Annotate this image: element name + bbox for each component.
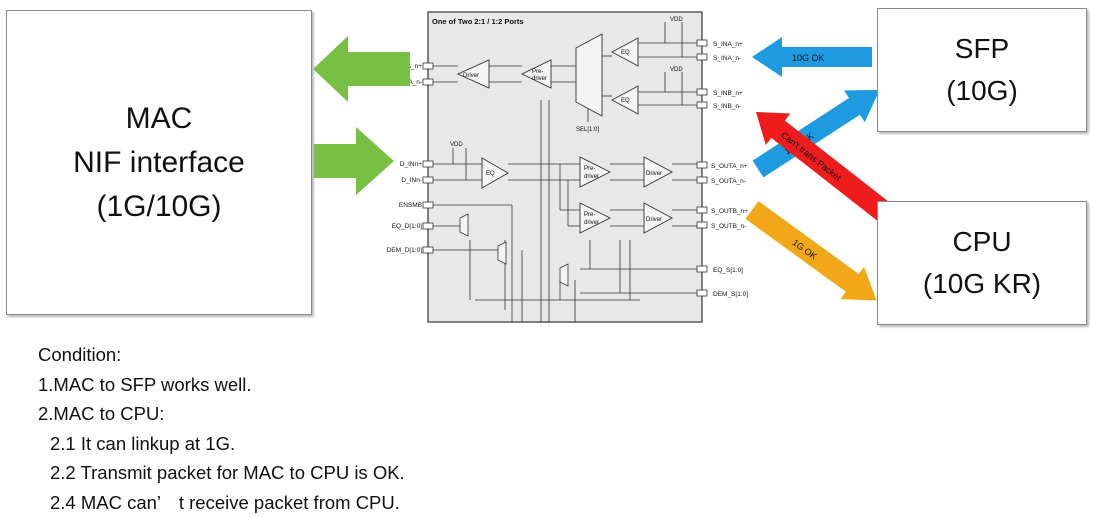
mac-label: (1G/10G) (96, 189, 222, 223)
svg-text:EQ_D[1:0]: EQ_D[1:0] (392, 223, 423, 230)
mac-label: NIF interface (73, 145, 245, 179)
condition-line: Condition: (38, 344, 122, 365)
svg-text:S_INA_n-: S_INA_n- (713, 55, 741, 62)
eq-block: EQ (611, 37, 639, 67)
vdd-label: VDD (670, 67, 683, 73)
blue-arrow-chip-to-sfp (752, 90, 880, 178)
blue-arrow-sfp-to-chip (752, 37, 872, 77)
sfp-label: SFP (954, 33, 1010, 64)
sfp-box: SFP (10G) (877, 8, 1087, 132)
mux-block (575, 33, 603, 117)
svg-text:Pre-: Pre- (584, 212, 595, 218)
svg-text:Pre-: Pre- (532, 69, 543, 75)
pre-driver-block: Pre- driver (520, 59, 552, 89)
mac-label: MAC (125, 101, 193, 135)
svg-text:EQ: EQ (486, 171, 495, 177)
driver-block: Driver (643, 156, 673, 188)
condition-line: 1.MAC to SFP works well. (38, 373, 252, 395)
mac-box: MAC NIF interface (1G/10G) (6, 10, 312, 315)
conditions-text: Condition: 1.MAC to SFP works well. 2.MA… (38, 340, 738, 517)
svg-text:DEM_S[1:0]: DEM_S[1:0] (713, 291, 748, 298)
svg-text:S_INB_n-: S_INB_n- (713, 103, 741, 110)
svg-text:Driver: Driver (463, 73, 479, 79)
svg-text:driver: driver (584, 174, 599, 180)
svg-text:driver: driver (532, 76, 547, 82)
svg-text:EQ: EQ (621, 50, 630, 56)
svg-text:S_OUTA_n+: S_OUTA_n+ (711, 163, 748, 170)
right-pin-s-outb-n: S_OUTB_n- (696, 221, 746, 230)
svg-text:S_OUTB_n+: S_OUTB_n+ (711, 208, 748, 215)
svg-text:D_INn-: D_INn- (401, 177, 422, 184)
sel-label: SEL[1:0] (576, 127, 599, 133)
chip-title: One of Two 2:1 / 1:2 Ports (432, 17, 524, 26)
cpu-label: (10G KR) (922, 268, 1042, 299)
svg-text:S_INA_n+: S_INA_n+ (713, 41, 743, 48)
driver-block: Driver (643, 202, 673, 234)
svg-text:driver: driver (584, 220, 599, 226)
vdd-label: VDD (450, 142, 463, 148)
eq-block: EQ (611, 85, 639, 115)
svg-text:Driver: Driver (646, 171, 662, 177)
vdd-label: VDD (670, 17, 683, 23)
sfp-label: (10G) (946, 75, 1018, 106)
svg-text:S_OUTA_n-: S_OUTA_n- (711, 178, 746, 185)
condition-line: 2.2 Transmit packet for MAC to CPU is OK… (50, 462, 405, 483)
orange-arrow-chip-to-cpu (745, 201, 877, 301)
condition-line: 2.4 MAC can’ t receive packet from CPU. (50, 491, 400, 513)
svg-text:DEM_D[1:0]: DEM_D[1:0] (387, 247, 423, 254)
logic-block (459, 213, 569, 287)
svg-text:EQ: EQ (621, 98, 630, 104)
pre-driver-block: Pre- driver (579, 202, 612, 234)
right-pin-s-outa-p: S_OUTA_n+ (696, 161, 748, 170)
eq-block: EQ (481, 157, 509, 189)
svg-text:Driver: Driver (646, 217, 662, 223)
cpu-box: CPU (10G KR) (877, 201, 1087, 325)
green-arrow-right (313, 127, 394, 195)
chip-wires (433, 22, 697, 322)
svg-text:ENSMB: ENSMB (399, 202, 422, 209)
svg-text:Pre-: Pre- (584, 166, 595, 172)
condition-line: 2.MAC to CPU: (38, 403, 165, 424)
condition-line: 2.1 It can linkup at 1G. (50, 432, 236, 454)
driver-block: Driver (456, 59, 490, 89)
svg-text:S_INB_n+: S_INB_n+ (713, 90, 743, 97)
cpu-label: CPU (952, 226, 1012, 257)
pre-driver-block: Pre- driver (579, 156, 612, 188)
red-arrow-cpu-to-chip (756, 112, 893, 222)
svg-text:S_OUTB_n-: S_OUTB_n- (711, 223, 746, 230)
svg-text:EQ_S[1:0]: EQ_S[1:0] (713, 267, 743, 274)
green-arrow-left (313, 36, 410, 102)
svg-text:D_INn+: D_INn+ (400, 161, 422, 168)
arrow-label-sfp-to-chip: 10G OK (792, 53, 825, 63)
